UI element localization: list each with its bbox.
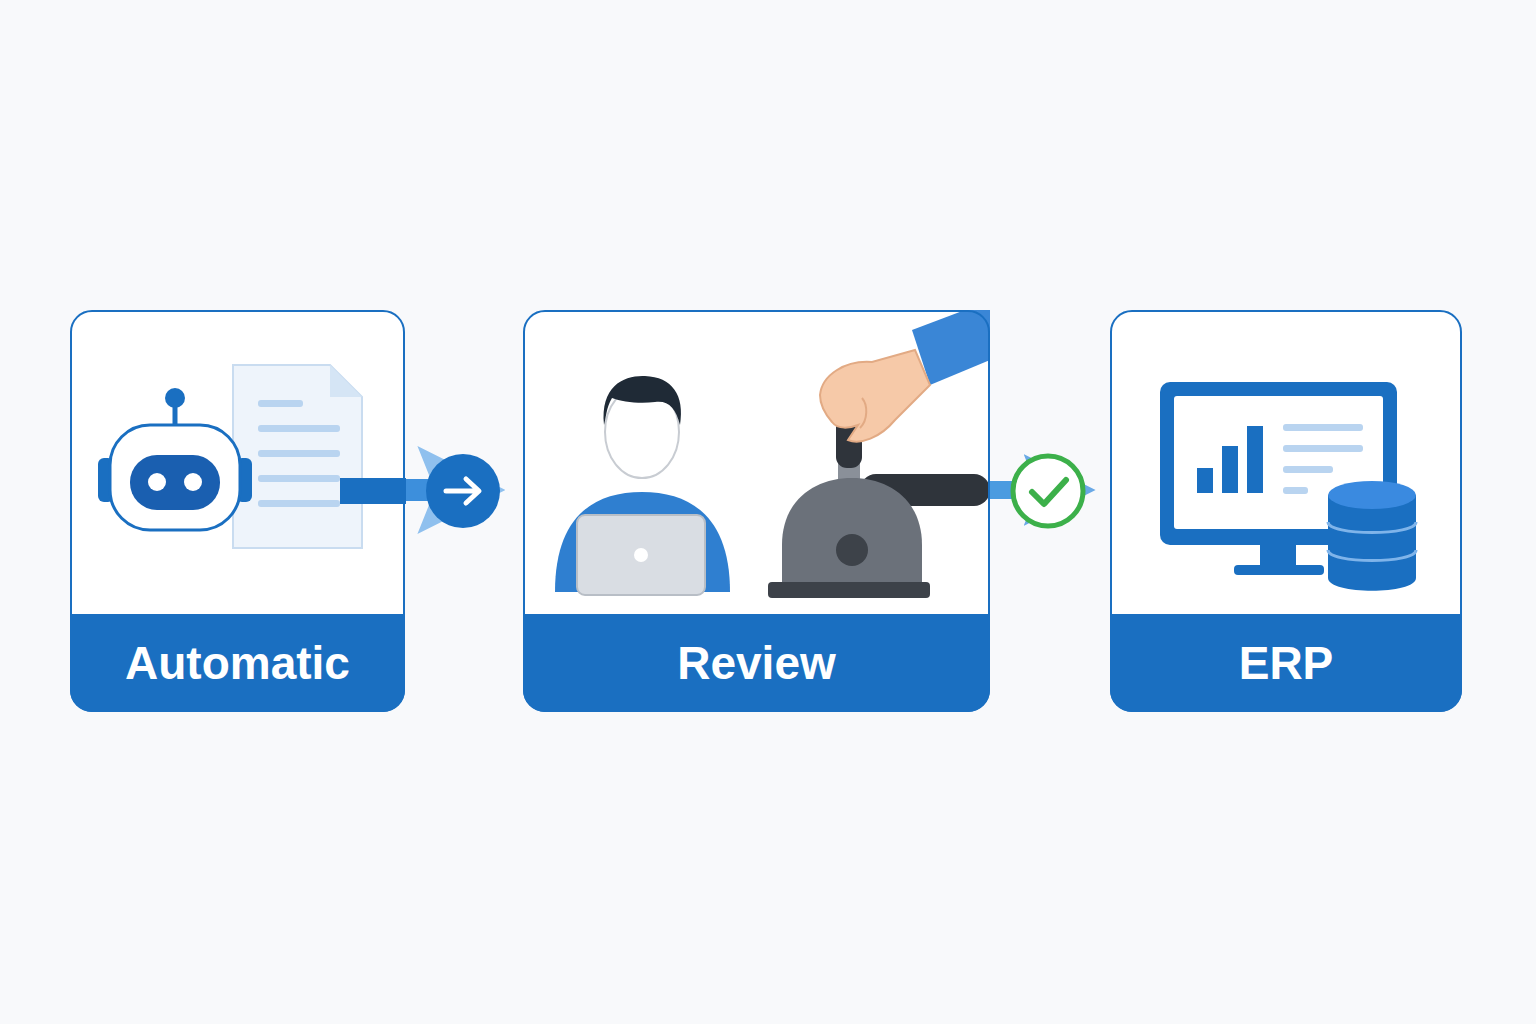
database-icon (1328, 481, 1416, 591)
step-label: Automatic (125, 636, 350, 690)
automatic-step-box: Automatic (70, 310, 405, 712)
check-circle-icon (1013, 456, 1083, 526)
label-band: Automatic (70, 614, 405, 712)
robot-icon (98, 388, 252, 530)
label-band: ERP (1110, 614, 1462, 712)
hand-icon (820, 310, 990, 442)
card-ground (523, 310, 990, 712)
step-label: Review (677, 636, 836, 690)
arrow-circle-icon (426, 454, 500, 528)
card-ground (1110, 310, 1462, 712)
reviewer-icon (555, 376, 730, 595)
document-icon (233, 365, 362, 548)
card-ground (70, 310, 405, 712)
review-step-box: Review (523, 310, 990, 712)
flow-bar (340, 478, 406, 504)
label-band: Review (523, 614, 990, 712)
erp-step-box: ERP (1110, 310, 1462, 712)
step-label: ERP (1239, 636, 1334, 690)
